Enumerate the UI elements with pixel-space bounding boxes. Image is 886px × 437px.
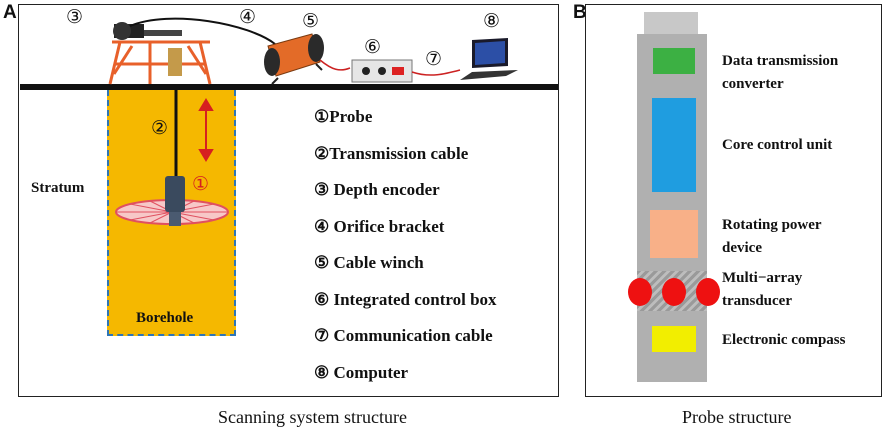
- equipment-illustration: [108, 17, 518, 226]
- legend-item: ①Probe: [314, 107, 373, 126]
- legend-item: ⑦ Communication cable: [314, 326, 493, 345]
- control-box: [351, 59, 413, 83]
- rotating-power-device-block: [650, 210, 698, 258]
- stratum-label: Stratum: [31, 180, 85, 196]
- marker-cable-winch: ⑤: [302, 10, 320, 32]
- marker-probe: ①: [192, 173, 210, 195]
- panel-a-letter: A: [3, 2, 17, 23]
- panel-a-caption: Scanning system structure: [218, 407, 407, 427]
- legend-list: ①Probe ②Transmission cable ③ Depth encod…: [314, 107, 497, 399]
- legend-item: ⑥ Integrated control box: [314, 289, 497, 309]
- panel-b-caption: Probe structure: [682, 407, 792, 427]
- marker-comm-cable: ⑦: [425, 48, 443, 70]
- legend-item: ⑤ Cable winch: [314, 253, 424, 272]
- electronic-compass-block: [652, 326, 696, 352]
- legend-item: ②Transmission cable: [314, 143, 469, 163]
- label-electronic-compass: Electronic compass: [722, 332, 846, 348]
- transducer-element: [696, 278, 720, 306]
- transducer-element: [662, 278, 686, 306]
- borehole-label: Borehole: [136, 310, 194, 326]
- panel-a-frame: [18, 4, 559, 397]
- probe-body: [637, 34, 707, 382]
- label-data-transmission-converter: Data transmission converter: [722, 53, 839, 92]
- label-core-control-unit: Core control unit: [722, 137, 833, 153]
- marker-transmission-cable: ②: [151, 117, 169, 139]
- panel-b-frame: [585, 4, 882, 397]
- legend-item: ④ Orifice bracket: [314, 216, 445, 236]
- data-transmission-converter-block: [653, 48, 695, 74]
- orifice-bracket: [108, 40, 212, 85]
- transducer-element: [628, 278, 652, 306]
- probe-cap: [644, 12, 698, 34]
- label-rotating-power-device: Rotating power device: [722, 217, 822, 256]
- probe: [165, 176, 185, 226]
- legend-item: ⑧ Computer: [314, 362, 409, 382]
- cable-winch: [264, 33, 324, 85]
- ground-line: [20, 84, 558, 90]
- legend-item: ③ Depth encoder: [314, 180, 440, 199]
- marker-orifice-bracket: ④: [239, 6, 257, 28]
- marker-control-box: ⑥: [364, 36, 382, 58]
- computer: [460, 38, 518, 80]
- core-control-unit-block: [652, 98, 696, 192]
- panel-b-letter: B: [573, 2, 587, 23]
- depth-encoder: [113, 22, 182, 40]
- bracket-sheave: [168, 48, 182, 76]
- marker-computer: ⑧: [483, 10, 501, 32]
- marker-depth-encoder: ③: [66, 6, 84, 28]
- label-multi-array-transducer: Multi−array transducer: [722, 270, 803, 309]
